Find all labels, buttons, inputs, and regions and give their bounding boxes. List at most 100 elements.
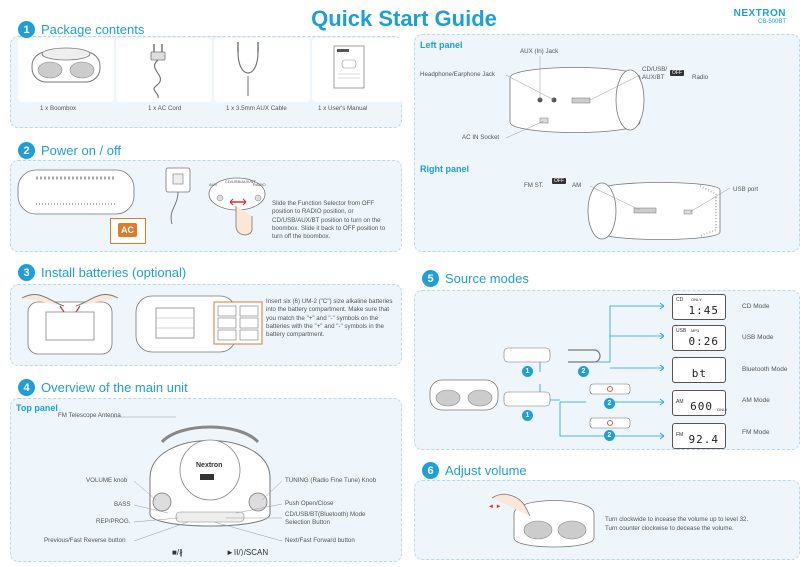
lcd-tag: USB <box>676 328 687 334</box>
lcd-cd: CD ONLY 1:45 <box>672 294 726 320</box>
label-usb-port: USB port <box>733 186 759 193</box>
lcd-am: AM ONLY 600 <box>672 390 728 416</box>
section-title: Package contents <box>41 22 145 37</box>
label-previous: Previous/Fast Reverse button <box>44 537 126 544</box>
package-item-aux-cable <box>214 38 310 102</box>
lcd-tag: FM <box>676 432 684 438</box>
lcd-usb: USB MP3 0:26 <box>672 325 726 351</box>
section-6-header: 6 Adjust volume <box>422 462 527 479</box>
section-number: 5 <box>422 270 439 287</box>
volume-instructions-up: Turn clockwide to incease the volume up … <box>605 516 749 523</box>
off-badge: OFF <box>670 70 684 76</box>
selector-label-radio: RADIO <box>253 182 266 187</box>
section-3-header: 3 Install batteries (optional) <box>18 264 186 281</box>
section-title: Install batteries (optional) <box>41 265 187 280</box>
symbol-stop-bt: ■/∦ <box>172 548 184 557</box>
mode-label-am: AM Mode <box>742 397 770 404</box>
lcd-value: 0:26 <box>688 335 719 348</box>
section-number: 4 <box>18 379 35 396</box>
boombox-back-icon <box>17 169 135 215</box>
lcd-tag2: ONLY <box>717 407 728 412</box>
section-number: 2 <box>18 142 35 159</box>
volume-instructions-down: Turn counter clockwise to decease the vo… <box>605 525 734 532</box>
battery-compartment-icon <box>135 295 263 353</box>
step-badge: 1 <box>522 410 533 421</box>
lcd-tag: AM <box>676 399 684 405</box>
power-instructions: Slide the Function Selector from OFF pos… <box>272 200 386 241</box>
brand-name: NEXTRON <box>733 8 786 19</box>
lcd-value: 600 <box>690 400 713 413</box>
lcd-bluetooth: bt <box>672 357 726 383</box>
page-title: Quick Start Guide <box>311 6 497 31</box>
right-panel-title: Right panel <box>420 164 469 174</box>
lcd-value: 1:45 <box>688 304 719 317</box>
package-item-ac-cord <box>116 38 212 102</box>
battery-cover-icon <box>21 293 119 355</box>
label-ac-in: AC IN Socket <box>462 134 500 141</box>
label-next: Next/Fast Forward button <box>285 537 355 544</box>
volume-hint-marks: ◄ ► <box>488 504 502 510</box>
mode-label-fm: FM Mode <box>742 429 770 436</box>
device-brand: Nextron <box>196 462 223 469</box>
label-rep-prog: REP/PROG. <box>96 518 131 525</box>
package-item-label: 1 x 3.5mm AUX Cable <box>226 105 287 112</box>
top-panel-title: Top panel <box>16 403 58 413</box>
manual-icon <box>333 45 365 89</box>
mode-label-bluetooth: Bluetooth Mode <box>742 366 788 373</box>
source-boombox-icon <box>429 379 499 411</box>
symbol-play-scan: ►II/⟩/SCAN <box>226 548 269 557</box>
label-aux-bt: AUX/BT <box>642 74 665 81</box>
wall-outlet-icon <box>165 167 191 225</box>
label-radio: Radio <box>692 74 709 81</box>
lcd-tag: CD <box>676 297 684 303</box>
section-title: Adjust volume <box>445 463 527 478</box>
label-am: AM <box>572 182 582 189</box>
label-tuning-knob: TUNING (Radio Fine Tune) Knob <box>285 477 377 484</box>
step-badge: 2 <box>604 430 615 441</box>
volume-boombox-icon <box>491 494 595 548</box>
label-fm-antenna: FM Telescope Antenna <box>58 412 121 419</box>
boombox-icon <box>31 47 101 83</box>
model-number: CB-500BT <box>757 19 786 25</box>
package-item-label: 1 x AC Cord <box>148 105 182 112</box>
label-aux-jack: AUX (In) Jack <box>520 48 559 55</box>
label-headphone-jack: Headphone/Earphone Jack <box>420 71 495 78</box>
section-1-header: 1 Package contents <box>18 21 144 38</box>
label-cd-usb: CD/USB/ <box>642 66 668 73</box>
selector-label-aux: AUX <box>209 182 218 187</box>
lcd-tag2: MP3 <box>691 328 700 333</box>
off-badge: OFF <box>552 178 566 184</box>
section-4-header: 4 Overview of the main unit <box>18 379 188 396</box>
package-item-label: 1 x Boombox <box>40 105 77 112</box>
selector-label-cd: CD/USB/AUX/BT <box>225 179 256 184</box>
mode-label-cd: CD Mode <box>742 303 770 310</box>
label-bass: BASS <box>114 501 131 508</box>
lcd-value: 92.4 <box>688 433 719 446</box>
step-badge: 2 <box>604 398 615 409</box>
section-title: Source modes <box>445 271 529 286</box>
label-push-open: Push Open/Close <box>285 500 334 507</box>
label-mode-button: CD/USB/BT(Bluetooth) Mode Selection Butt… <box>285 511 366 527</box>
right-panel-diagram <box>587 182 721 240</box>
label-fm-st: FM ST. <box>524 182 544 189</box>
section-number: 6 <box>422 462 439 479</box>
package-item-label: 1 x User's Manual <box>318 105 368 112</box>
step-badge: 2 <box>578 366 589 377</box>
brand-block: NEXTRON CB-500BT <box>734 8 786 25</box>
lcd-value: bt <box>691 367 707 380</box>
left-panel-diagram <box>509 67 645 133</box>
lcd-tag2: ONLY <box>691 297 702 302</box>
section-title: Power on / off <box>41 143 121 158</box>
ac-cord-icon <box>150 44 166 99</box>
ac-label: AC <box>118 223 137 237</box>
lcd-fm: FM 92.4 <box>672 423 726 449</box>
left-panel-title: Left panel <box>420 40 463 50</box>
mode-label-usb: USB Mode <box>742 334 774 341</box>
step-badge: 1 <box>522 366 533 377</box>
section-5-header: 5 Source modes <box>422 270 529 287</box>
battery-instructions: Insert six (6) UM-2 ("C") size alkaline … <box>266 298 393 339</box>
